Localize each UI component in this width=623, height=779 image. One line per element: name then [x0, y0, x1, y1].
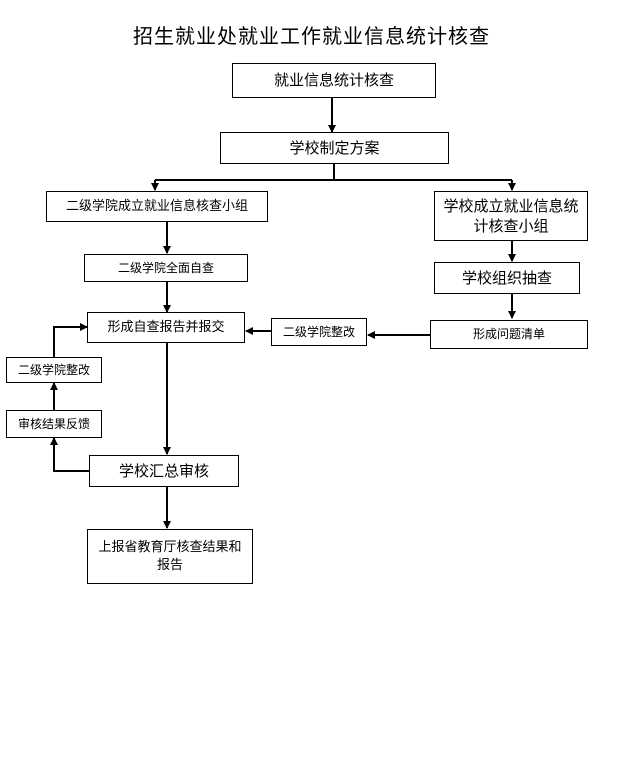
- node-final-report: 上报省教育厅核查结果和报告: [87, 529, 253, 584]
- node-college-rectify-right: 二级学院整改: [271, 318, 367, 346]
- node-self-report: 形成自查报告并报交: [87, 312, 245, 343]
- node-start: 就业信息统计核查: [232, 63, 436, 98]
- node-college-rectify-left: 二级学院整改: [6, 357, 102, 383]
- arrow-rectify-to-report-loop: [53, 323, 88, 357]
- node-school-spot-check: 学校组织抽查: [434, 262, 580, 294]
- node-plan: 学校制定方案: [220, 132, 449, 164]
- node-school-review: 学校汇总审核: [89, 455, 239, 487]
- node-college-group: 二级学院成立就业信息核查小组: [46, 191, 268, 222]
- node-problem-list: 形成问题清单: [430, 320, 588, 349]
- arrow-review-to-feedback: [50, 437, 89, 472]
- page-title: 招生就业处就业工作就业信息统计核查: [133, 24, 490, 48]
- node-school-group: 学校成立就业信息统计核查小组: [434, 191, 588, 241]
- node-college-self-check: 二级学院全面自查: [84, 254, 248, 282]
- node-review-feedback: 审核结果反馈: [6, 410, 102, 438]
